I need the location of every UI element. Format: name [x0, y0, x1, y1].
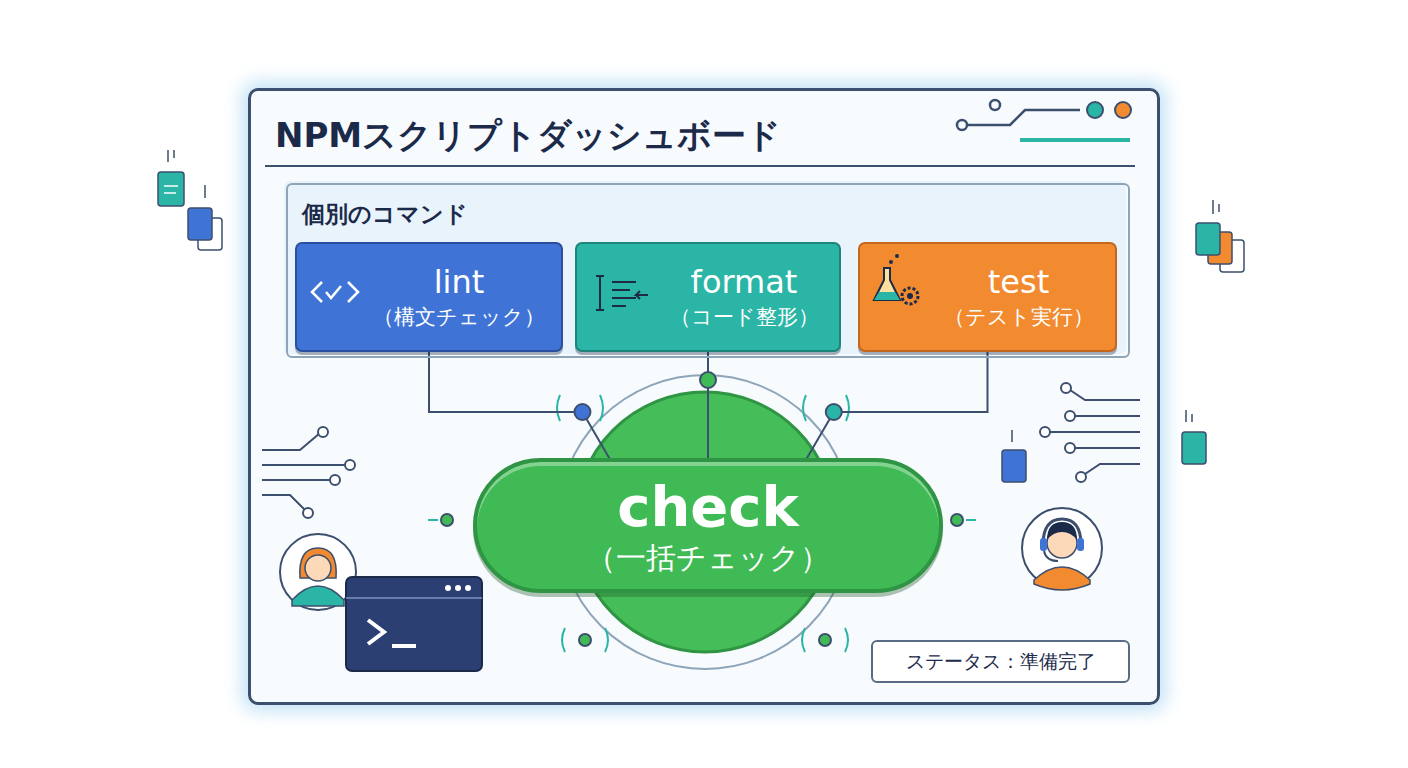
ring-dot [819, 634, 831, 646]
junction-dot [826, 404, 842, 420]
circuit-trace [1040, 383, 1140, 482]
document-icon [158, 150, 1244, 482]
status-box: ステータス：準備完了 [871, 640, 1130, 683]
ring-dot [579, 634, 591, 646]
dashboard-panel: NPMスクリプトダッシュボード個別のコマンドlint（構文チェック）format… [248, 88, 1160, 705]
terminal-window [346, 577, 482, 671]
circuit-trace [262, 427, 355, 518]
user-avatar [280, 534, 356, 610]
title-rule [265, 165, 1135, 167]
flask-icon [874, 254, 918, 304]
panel-fill [249, 89, 1159, 704]
circuit-dot [1115, 102, 1131, 118]
code-icon [312, 282, 358, 302]
signal-arcs [428, 395, 976, 652]
command-group: 個別のコマンドlint（構文チェック）format（コード整形）test（テスト… [286, 183, 1130, 358]
node-title: ステータス：準備完了 [906, 649, 1096, 675]
ring-dot [441, 514, 453, 526]
node-subtitle: （コード整形） [670, 302, 819, 332]
connector-line [707, 352, 709, 458]
junction-dot [574, 404, 590, 420]
command-button: test（テスト実行） [858, 242, 1117, 352]
support-avatar [1022, 508, 1102, 590]
node-subtitle: （構文チェック） [373, 302, 545, 332]
run-all-button: check（一括チェック） [473, 458, 943, 593]
node-title: lint [434, 262, 485, 302]
node-title: test [988, 262, 1049, 302]
circuit-dot [1087, 102, 1103, 118]
node-subtitle: （一括チェック） [586, 539, 830, 577]
circuit-trace [957, 100, 1130, 140]
format-icon [596, 276, 648, 310]
ring-dot [951, 514, 963, 526]
connector-line [806, 352, 988, 460]
node-title: format [691, 262, 798, 302]
connector-line [429, 352, 610, 460]
node-title: 個別のコマンド [302, 199, 1128, 230]
command-button: lint（構文チェック） [295, 242, 563, 352]
node-subtitle: （テスト実行） [944, 302, 1094, 332]
command-button: format（コード整形） [575, 242, 841, 352]
node-title: check [617, 475, 798, 539]
node-title: NPMスクリプトダッシュボード [275, 113, 1157, 159]
junction-dot [700, 372, 716, 388]
